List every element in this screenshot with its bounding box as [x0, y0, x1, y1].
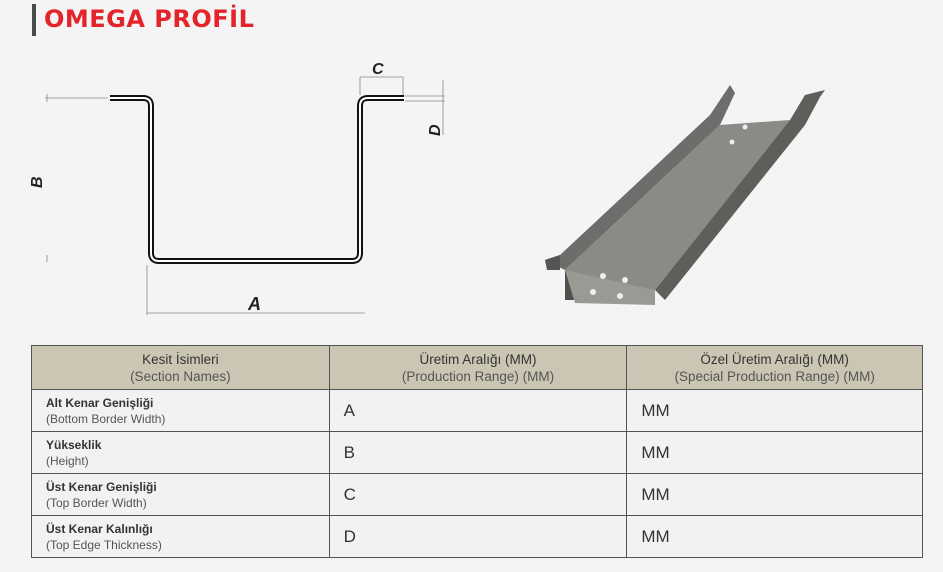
- table-row: Üst Kenar Kalınlığı(Top Edge Thickness) …: [31, 515, 923, 558]
- special-range-cell: MM: [626, 515, 923, 558]
- header-en: (Section Names): [130, 368, 231, 384]
- section-name-tr: Alt Kenar Genişliği: [46, 395, 154, 410]
- section-name-en: (Height): [46, 453, 89, 468]
- production-range-cell: C: [328, 473, 628, 516]
- header-en: (Special Production Range) (MM): [674, 368, 875, 384]
- dimension-label-d: D: [427, 124, 444, 136]
- section-name-tr: Üst Kenar Genişliği: [46, 479, 157, 494]
- section-name-tr: Yükseklik: [46, 437, 102, 452]
- header-production-range: Üretim Aralığı (MM)(Production Range) (M…: [328, 345, 628, 390]
- title-accent-bar: [32, 4, 36, 36]
- section-name-cell: Üst Kenar Genişliği(Top Border Width): [31, 473, 330, 516]
- production-range-cell: D: [328, 515, 628, 558]
- section-name-en: (Top Edge Thickness): [46, 537, 162, 552]
- header-tr: Üretim Aralığı (MM): [419, 351, 537, 367]
- page-title: OMEGA PROFİL: [44, 5, 255, 33]
- table-row: Üst Kenar Genişliği(Top Border Width) C …: [31, 473, 923, 516]
- section-name-tr: Üst Kenar Kalınlığı: [46, 521, 153, 536]
- section-name-en: (Bottom Border Width): [46, 411, 166, 426]
- header-section-names: Kesit İsimleri(Section Names): [31, 345, 330, 390]
- table-row: Alt Kenar Genişliği(Bottom Border Width)…: [31, 389, 923, 432]
- dimension-label-a: A: [247, 294, 261, 314]
- omega-profile-diagram: C A B D: [29, 61, 445, 315]
- production-range-cell: A: [328, 389, 628, 432]
- header-tr: Özel Üretim Aralığı (MM): [700, 351, 849, 367]
- omega-profile-product-image: [545, 85, 825, 305]
- section-name-cell: Yükseklik(Height): [31, 431, 330, 474]
- section-specs-table: Kesit İsimleri(Section Names) Üretim Ara…: [31, 345, 923, 558]
- table-row: Yükseklik(Height) B MM: [31, 431, 923, 474]
- special-range-cell: MM: [626, 431, 923, 474]
- header-en: (Production Range) (MM): [401, 368, 555, 384]
- section-name-cell: Üst Kenar Kalınlığı(Top Edge Thickness): [31, 515, 330, 558]
- header-tr: Kesit İsimleri: [142, 351, 219, 367]
- table-header-row: Kesit İsimleri(Section Names) Üretim Ara…: [31, 345, 923, 390]
- section-name-cell: Alt Kenar Genişliği(Bottom Border Width): [31, 389, 330, 432]
- special-range-cell: MM: [626, 473, 923, 516]
- production-range-cell: B: [328, 431, 628, 474]
- special-range-cell: MM: [626, 389, 923, 432]
- dimension-label-b: B: [29, 176, 46, 188]
- header-special-production-range: Özel Üretim Aralığı (MM)(Special Product…: [626, 345, 923, 390]
- dimension-label-c: C: [372, 61, 384, 78]
- section-name-en: (Top Border Width): [46, 495, 147, 510]
